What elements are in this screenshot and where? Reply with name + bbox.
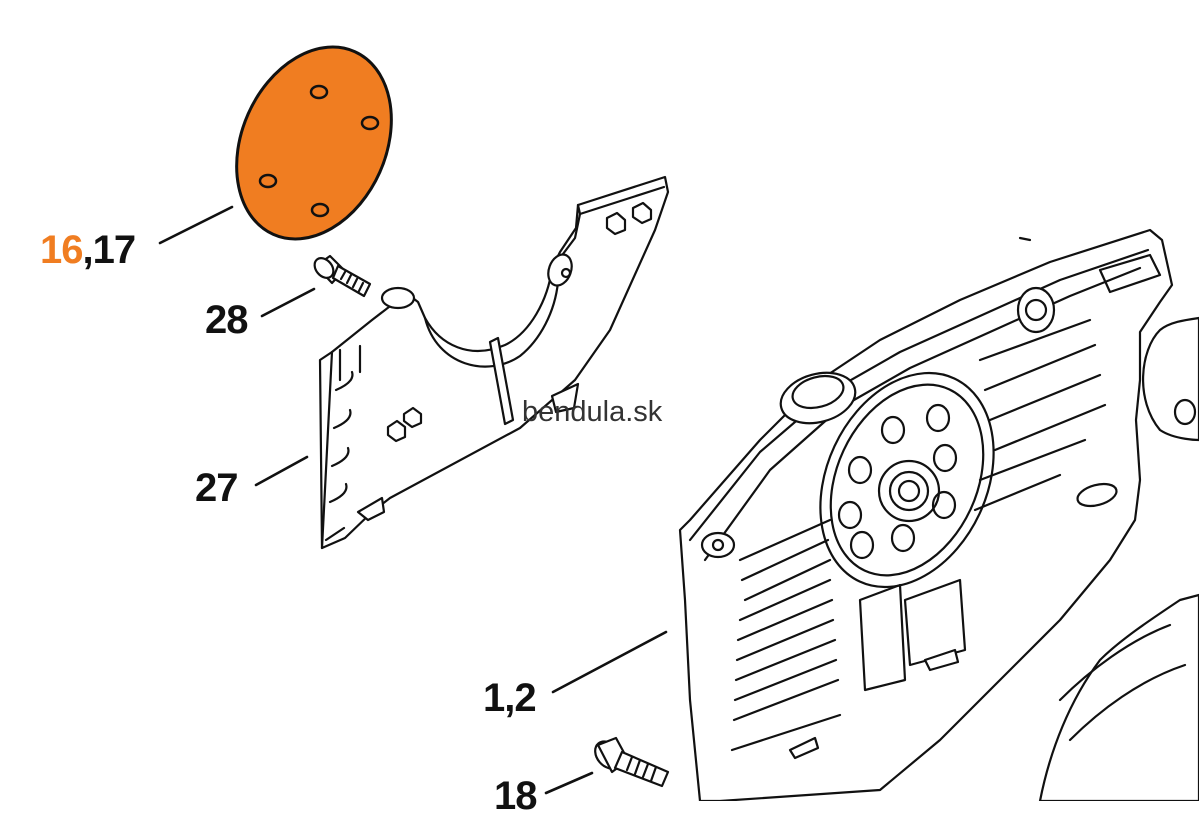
parts-diagram: 16,17 28 27 1,2 18 bendula.sk xyxy=(40,45,1199,816)
leader-line-16-17 xyxy=(158,205,234,245)
leader-line-18 xyxy=(544,771,594,795)
part-1-2-housing xyxy=(678,228,1199,803)
callout-27: 27 xyxy=(195,466,238,510)
part-28-screw xyxy=(313,254,372,298)
part-18-screw xyxy=(594,736,670,788)
leader-lines xyxy=(158,205,668,795)
callout-16-highlight: 16 xyxy=(40,228,83,272)
leader-line-28 xyxy=(260,287,316,318)
diagram-drawing xyxy=(158,45,1199,803)
callout-18: 18 xyxy=(494,774,537,818)
watermark-text: bendula.sk xyxy=(522,396,663,428)
callout-1-2: 1,2 xyxy=(483,676,537,720)
part-27-guard xyxy=(318,175,670,550)
callout-17-text: ,17 xyxy=(82,228,137,272)
leader-line-27 xyxy=(254,455,309,487)
leader-line-1-2 xyxy=(551,630,668,694)
callout-28: 28 xyxy=(205,298,248,342)
part-16-17-cover-plate xyxy=(235,45,393,241)
callout-16-17: 16,17 xyxy=(40,228,137,272)
